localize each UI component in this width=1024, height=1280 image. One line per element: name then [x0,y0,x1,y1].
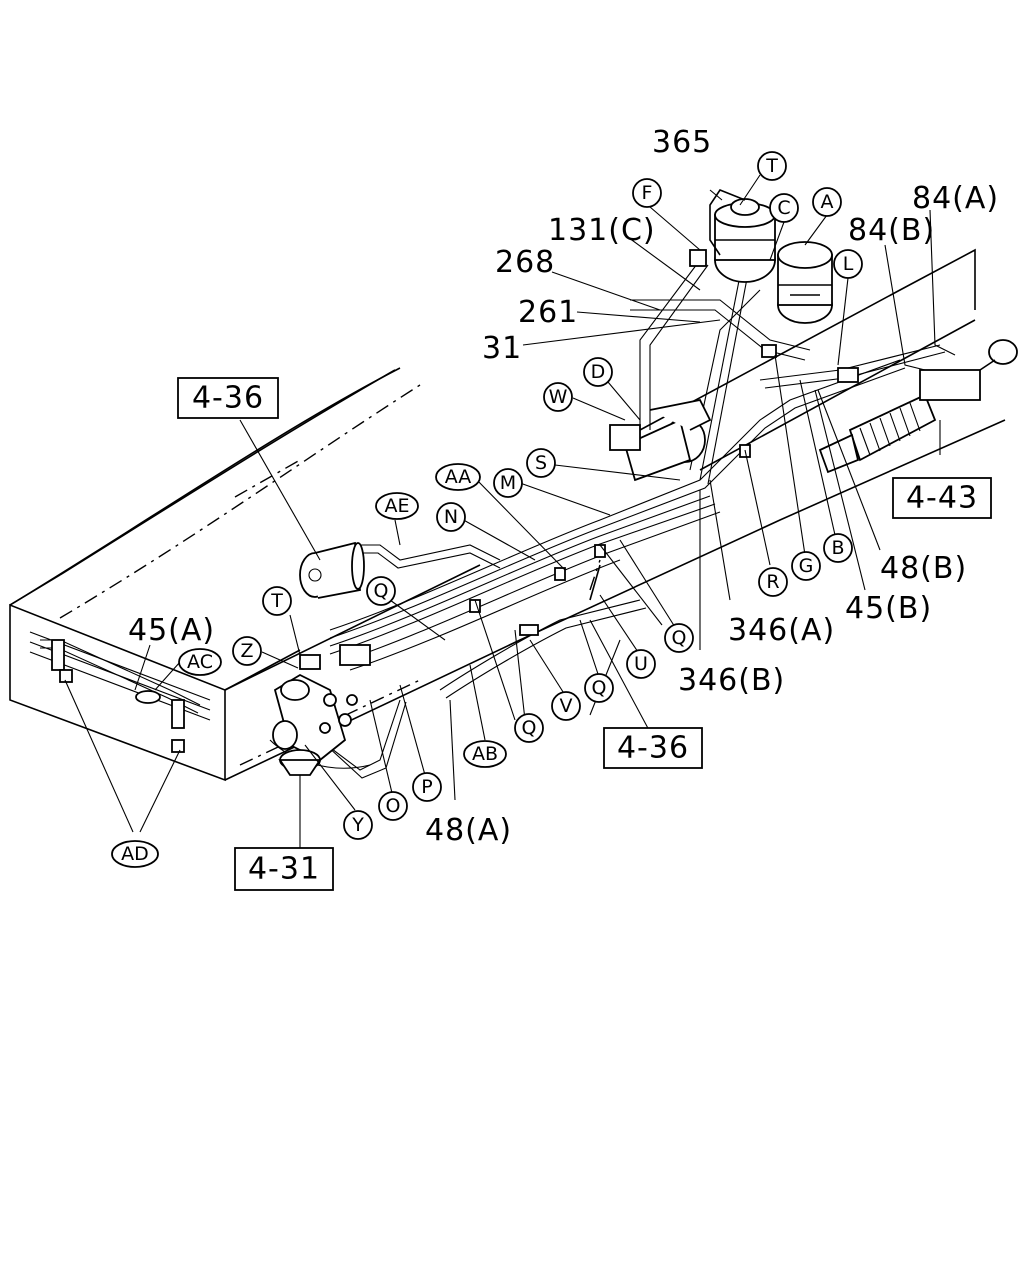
svg-text:S: S [535,452,547,474]
callout-s: S [526,448,556,478]
section-ref-4-31[interactable]: 4-31 [234,847,334,891]
svg-text:T: T [765,155,778,177]
brake-pipe-bundle [40,249,946,779]
callout-t-bottom: T [262,586,292,616]
svg-text:Q: Q [672,627,687,649]
label-346a: 346(A) [728,613,835,648]
callout-m: M [493,468,523,498]
svg-text:W: W [549,386,568,408]
callout-d: D [583,357,613,387]
actuator-pump [299,541,365,599]
callout-c: C [769,193,799,223]
svg-text:N: N [444,506,458,528]
section-ref-4-36-bottom[interactable]: 4-36 [603,727,703,769]
pipe-365 [709,189,746,256]
svg-text:AE: AE [384,495,409,517]
callout-l: L [833,249,863,279]
svg-text:P: P [421,776,432,798]
svg-text:Z: Z [240,640,253,662]
svg-text:G: G [799,555,814,577]
svg-text:T: T [270,590,283,612]
label-84b: 84(B) [848,213,935,248]
callout-ad: AD [111,840,159,868]
callout-ac: AC [178,648,222,676]
svg-text:R: R [766,571,779,593]
svg-text:Q: Q [374,580,389,602]
svg-text:AB: AB [472,743,498,765]
label-268: 268 [495,245,555,280]
svg-text:L: L [843,253,854,275]
callout-a: A [812,187,842,217]
label-131c: 131(C) [548,213,656,248]
callout-v: V [551,691,581,721]
label-84a: 84(A) [912,181,999,216]
svg-text:4-31: 4-31 [248,852,320,887]
callout-z: Z [232,636,262,666]
callout-ab: AB [463,740,507,768]
callout-n: N [436,502,466,532]
svg-text:AA: AA [445,466,472,488]
svg-text:4-43: 4-43 [906,481,978,516]
label-48a: 48(A) [425,813,512,848]
svg-text:Q: Q [592,677,607,699]
callout-y: Y [343,810,373,840]
callout-o: O [378,791,408,821]
callout-q-2: Q [664,623,694,653]
booster-unit [609,398,712,482]
svg-text:U: U [634,653,648,675]
label-48b: 48(B) [880,551,967,586]
svg-text:F: F [642,182,653,204]
callout-t-top: T [757,151,787,181]
label-45a: 45(A) [128,613,215,648]
callout-letters: T C A F L D W S AA M AE N R G B Q T Z AC… [111,151,863,868]
section-ref-4-36-top[interactable]: 4-36 [177,377,279,419]
label-346b: 346(B) [678,663,785,698]
svg-text:M: M [500,472,516,494]
svg-text:4-36: 4-36 [192,381,264,416]
section-ref-4-43[interactable]: 4-43 [892,477,992,519]
label-365: 365 [652,125,712,160]
svg-text:Q: Q [522,717,537,739]
label-261: 261 [518,295,578,330]
brake-fluid-reservoir-rear [714,198,776,283]
callout-q-4: Q [514,713,544,743]
callout-aa: AA [435,463,481,491]
brake-fluid-reservoir-front [777,241,833,324]
callout-p: P [412,772,442,802]
callout-b: B [823,533,853,563]
callout-g: G [791,551,821,581]
svg-text:AD: AD [121,843,149,865]
svg-text:C: C [777,197,790,219]
part-number-labels: 365 84(A) 84(B) 131(C) 268 261 31 45(A) … [128,125,999,848]
svg-text:A: A [821,191,834,213]
callout-w: W [543,382,573,412]
callout-f: F [632,178,662,208]
leader-lines [64,174,956,848]
svg-text:O: O [386,795,401,817]
svg-text:AC: AC [187,651,213,673]
label-31: 31 [482,331,522,366]
callout-q-1: Q [366,576,396,606]
section-references: 4-36 4-43 4-36 4-31 [177,377,992,891]
label-45b: 45(B) [845,591,932,626]
callout-q-3: Q [584,673,614,703]
svg-text:Y: Y [351,814,364,836]
callout-ae: AE [375,492,419,520]
svg-text:V: V [560,695,573,717]
hydraulic-unit [272,644,371,776]
chassis-frame [9,248,1006,782]
svg-text:4-36: 4-36 [617,731,689,766]
steering-bellows [818,339,1018,474]
svg-text:B: B [831,537,844,559]
callout-u: U [626,649,656,679]
callout-r: R [758,567,788,597]
svg-text:D: D [591,361,606,383]
